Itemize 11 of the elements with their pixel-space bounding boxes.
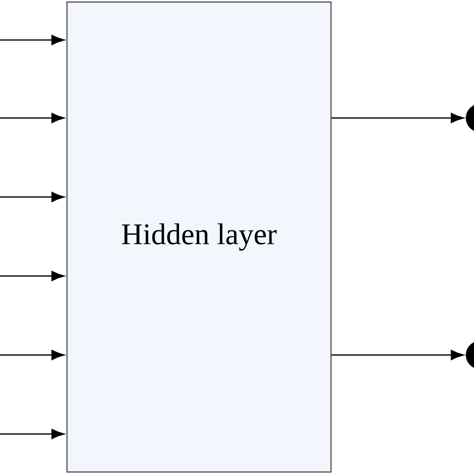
arrow — [0, 112, 64, 124]
arrow — [0, 350, 64, 360]
arrow — [0, 34, 64, 46]
arrow — [0, 428, 64, 440]
arrow — [332, 112, 464, 124]
layer-box: Hidden layer — [66, 1, 332, 473]
dot-node — [466, 104, 474, 132]
dot-node — [466, 340, 474, 370]
arrow — [0, 192, 64, 202]
arrow — [332, 350, 464, 360]
arrow — [0, 270, 64, 282]
